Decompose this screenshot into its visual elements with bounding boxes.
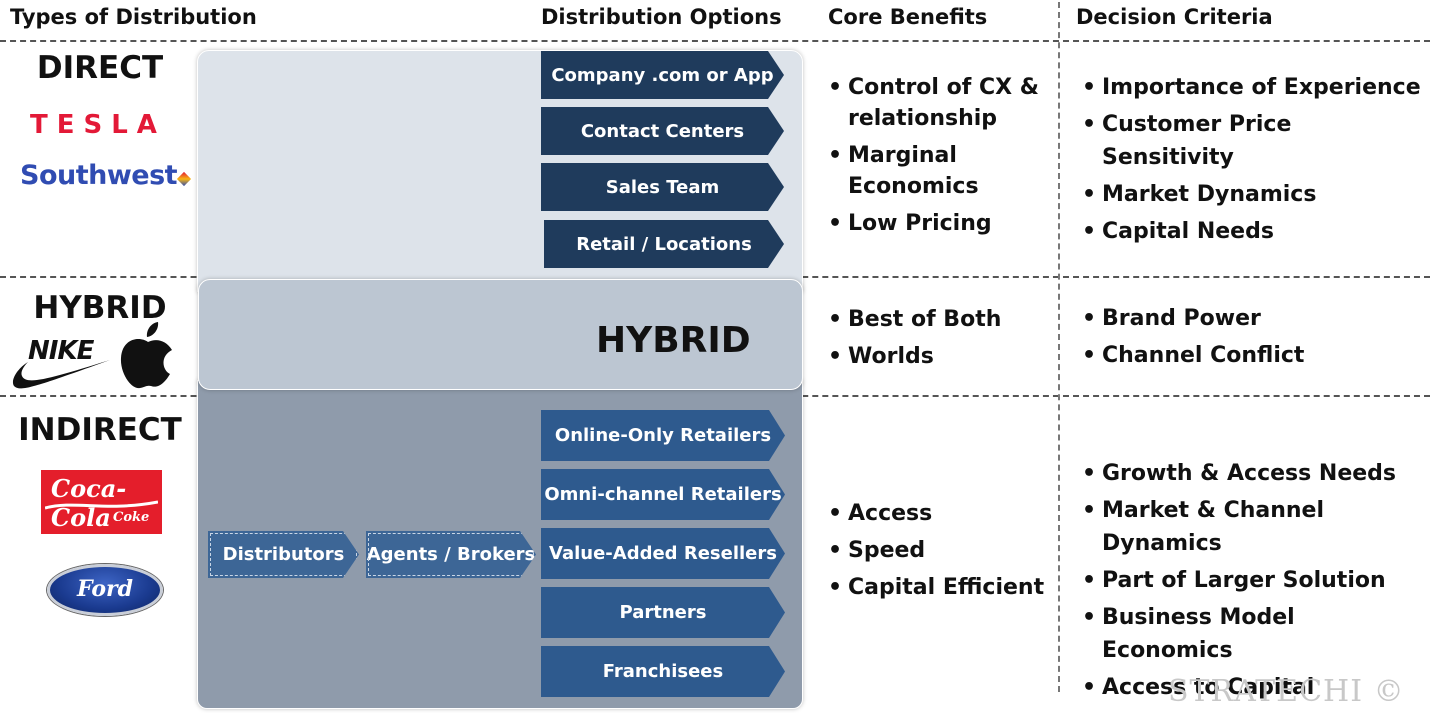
option-value-added-resellers: Value-Added Resellers — [541, 528, 785, 579]
criteria-column-divider — [1058, 2, 1060, 692]
benefit-item: Capital Efficient — [828, 571, 1044, 604]
indirect-benefits-list: Access Speed Capital Efficient — [828, 497, 1044, 604]
header-options: Distribution Options — [541, 5, 782, 29]
option-retail-locations: Retail / Locations — [544, 220, 784, 268]
criteria-item: Brand Power — [1082, 302, 1304, 335]
hybrid-label: HYBRID — [33, 290, 167, 326]
nike-logo: NIKE — [12, 336, 112, 392]
tesla-logo: TESLA — [30, 110, 166, 140]
ford-logo: Ford — [47, 564, 163, 616]
hybrid-center-label: HYBRID — [596, 320, 751, 361]
hybrid-panel — [198, 279, 803, 390]
southwest-logo: Southwest — [20, 160, 192, 191]
header-types: Types of Distribution — [10, 5, 257, 29]
indirect-criteria-list: Growth & Access Needs Market & Channel D… — [1082, 457, 1430, 704]
apple-icon — [120, 322, 172, 389]
indirect-label: INDIRECT — [18, 412, 182, 448]
criteria-item: Customer Price Sensitivity — [1082, 108, 1430, 174]
option-online-only-retailers: Online-Only Retailers — [541, 410, 785, 461]
benefit-item: Speed — [828, 534, 1044, 567]
header-criteria: Decision Criteria — [1076, 5, 1273, 29]
header-divider — [0, 40, 1430, 42]
watermark: STRATECHI © — [1168, 674, 1405, 709]
benefit-item: Worlds — [828, 340, 1001, 373]
criteria-item: Market & Channel Dynamics — [1082, 494, 1430, 560]
criteria-item: Business Model Economics — [1082, 601, 1430, 667]
option-franchisees: Franchisees — [541, 646, 785, 697]
direct-criteria-list: Importance of Experience Customer Price … — [1082, 71, 1430, 248]
criteria-item: Market Dynamics — [1082, 178, 1430, 211]
benefit-item-continuation: relationship — [828, 102, 1039, 135]
option-company-com-or-app: Company .com or App — [541, 51, 784, 99]
benefit-continuation-text: Economics — [848, 174, 979, 199]
apple-logo — [118, 320, 178, 390]
nike-wordmark: NIKE — [28, 336, 94, 366]
nike-swoosh-icon — [12, 360, 111, 389]
southwest-heart-icon — [177, 171, 192, 187]
option-contact-centers: Contact Centers — [541, 107, 784, 155]
criteria-item: Importance of Experience — [1082, 71, 1430, 104]
criteria-item: Access to Capital — [1082, 671, 1430, 704]
option-omni-channel-retailers: Omni-channel Retailers — [541, 469, 785, 520]
coca-cola-logo: Coca-Cola Coke — [41, 470, 162, 534]
intermediary-agents-brokers: Agents / Brokers — [366, 531, 536, 578]
hybrid-criteria-list: Brand Power Channel Conflict — [1082, 302, 1304, 372]
coke-wordmark: Coke — [113, 510, 150, 525]
benefit-item-continuation: Economics — [828, 170, 1039, 203]
benefit-item: Access — [828, 497, 1044, 530]
criteria-item: Channel Conflict — [1082, 339, 1304, 372]
benefit-continuation-text: relationship — [848, 106, 998, 131]
direct-benefits-list: Control of CX & relationship Marginal Ec… — [828, 71, 1039, 240]
option-partners: Partners — [541, 587, 785, 638]
ford-wordmark: Ford — [76, 576, 134, 602]
coca-cola-wordmark: Coca-Cola — [51, 474, 127, 532]
benefit-item: Low Pricing — [828, 207, 1039, 240]
criteria-item: Growth & Access Needs — [1082, 457, 1430, 490]
option-sales-team: Sales Team — [541, 163, 784, 211]
southwest-logo-text: Southwest — [20, 160, 178, 191]
criteria-item: Capital Needs — [1082, 215, 1430, 248]
direct-label: DIRECT — [36, 50, 164, 86]
criteria-item: Part of Larger Solution — [1082, 564, 1430, 597]
hybrid-benefits-list: Best of Both Worlds — [828, 303, 1001, 373]
benefit-item: Control of CX & — [828, 71, 1039, 104]
benefit-item: Best of Both — [828, 303, 1001, 336]
benefit-item: Marginal — [828, 139, 1039, 172]
header-benefits: Core Benefits — [828, 5, 988, 29]
intermediary-distributors: Distributors — [208, 531, 359, 578]
coke-wave-icon — [45, 500, 158, 510]
